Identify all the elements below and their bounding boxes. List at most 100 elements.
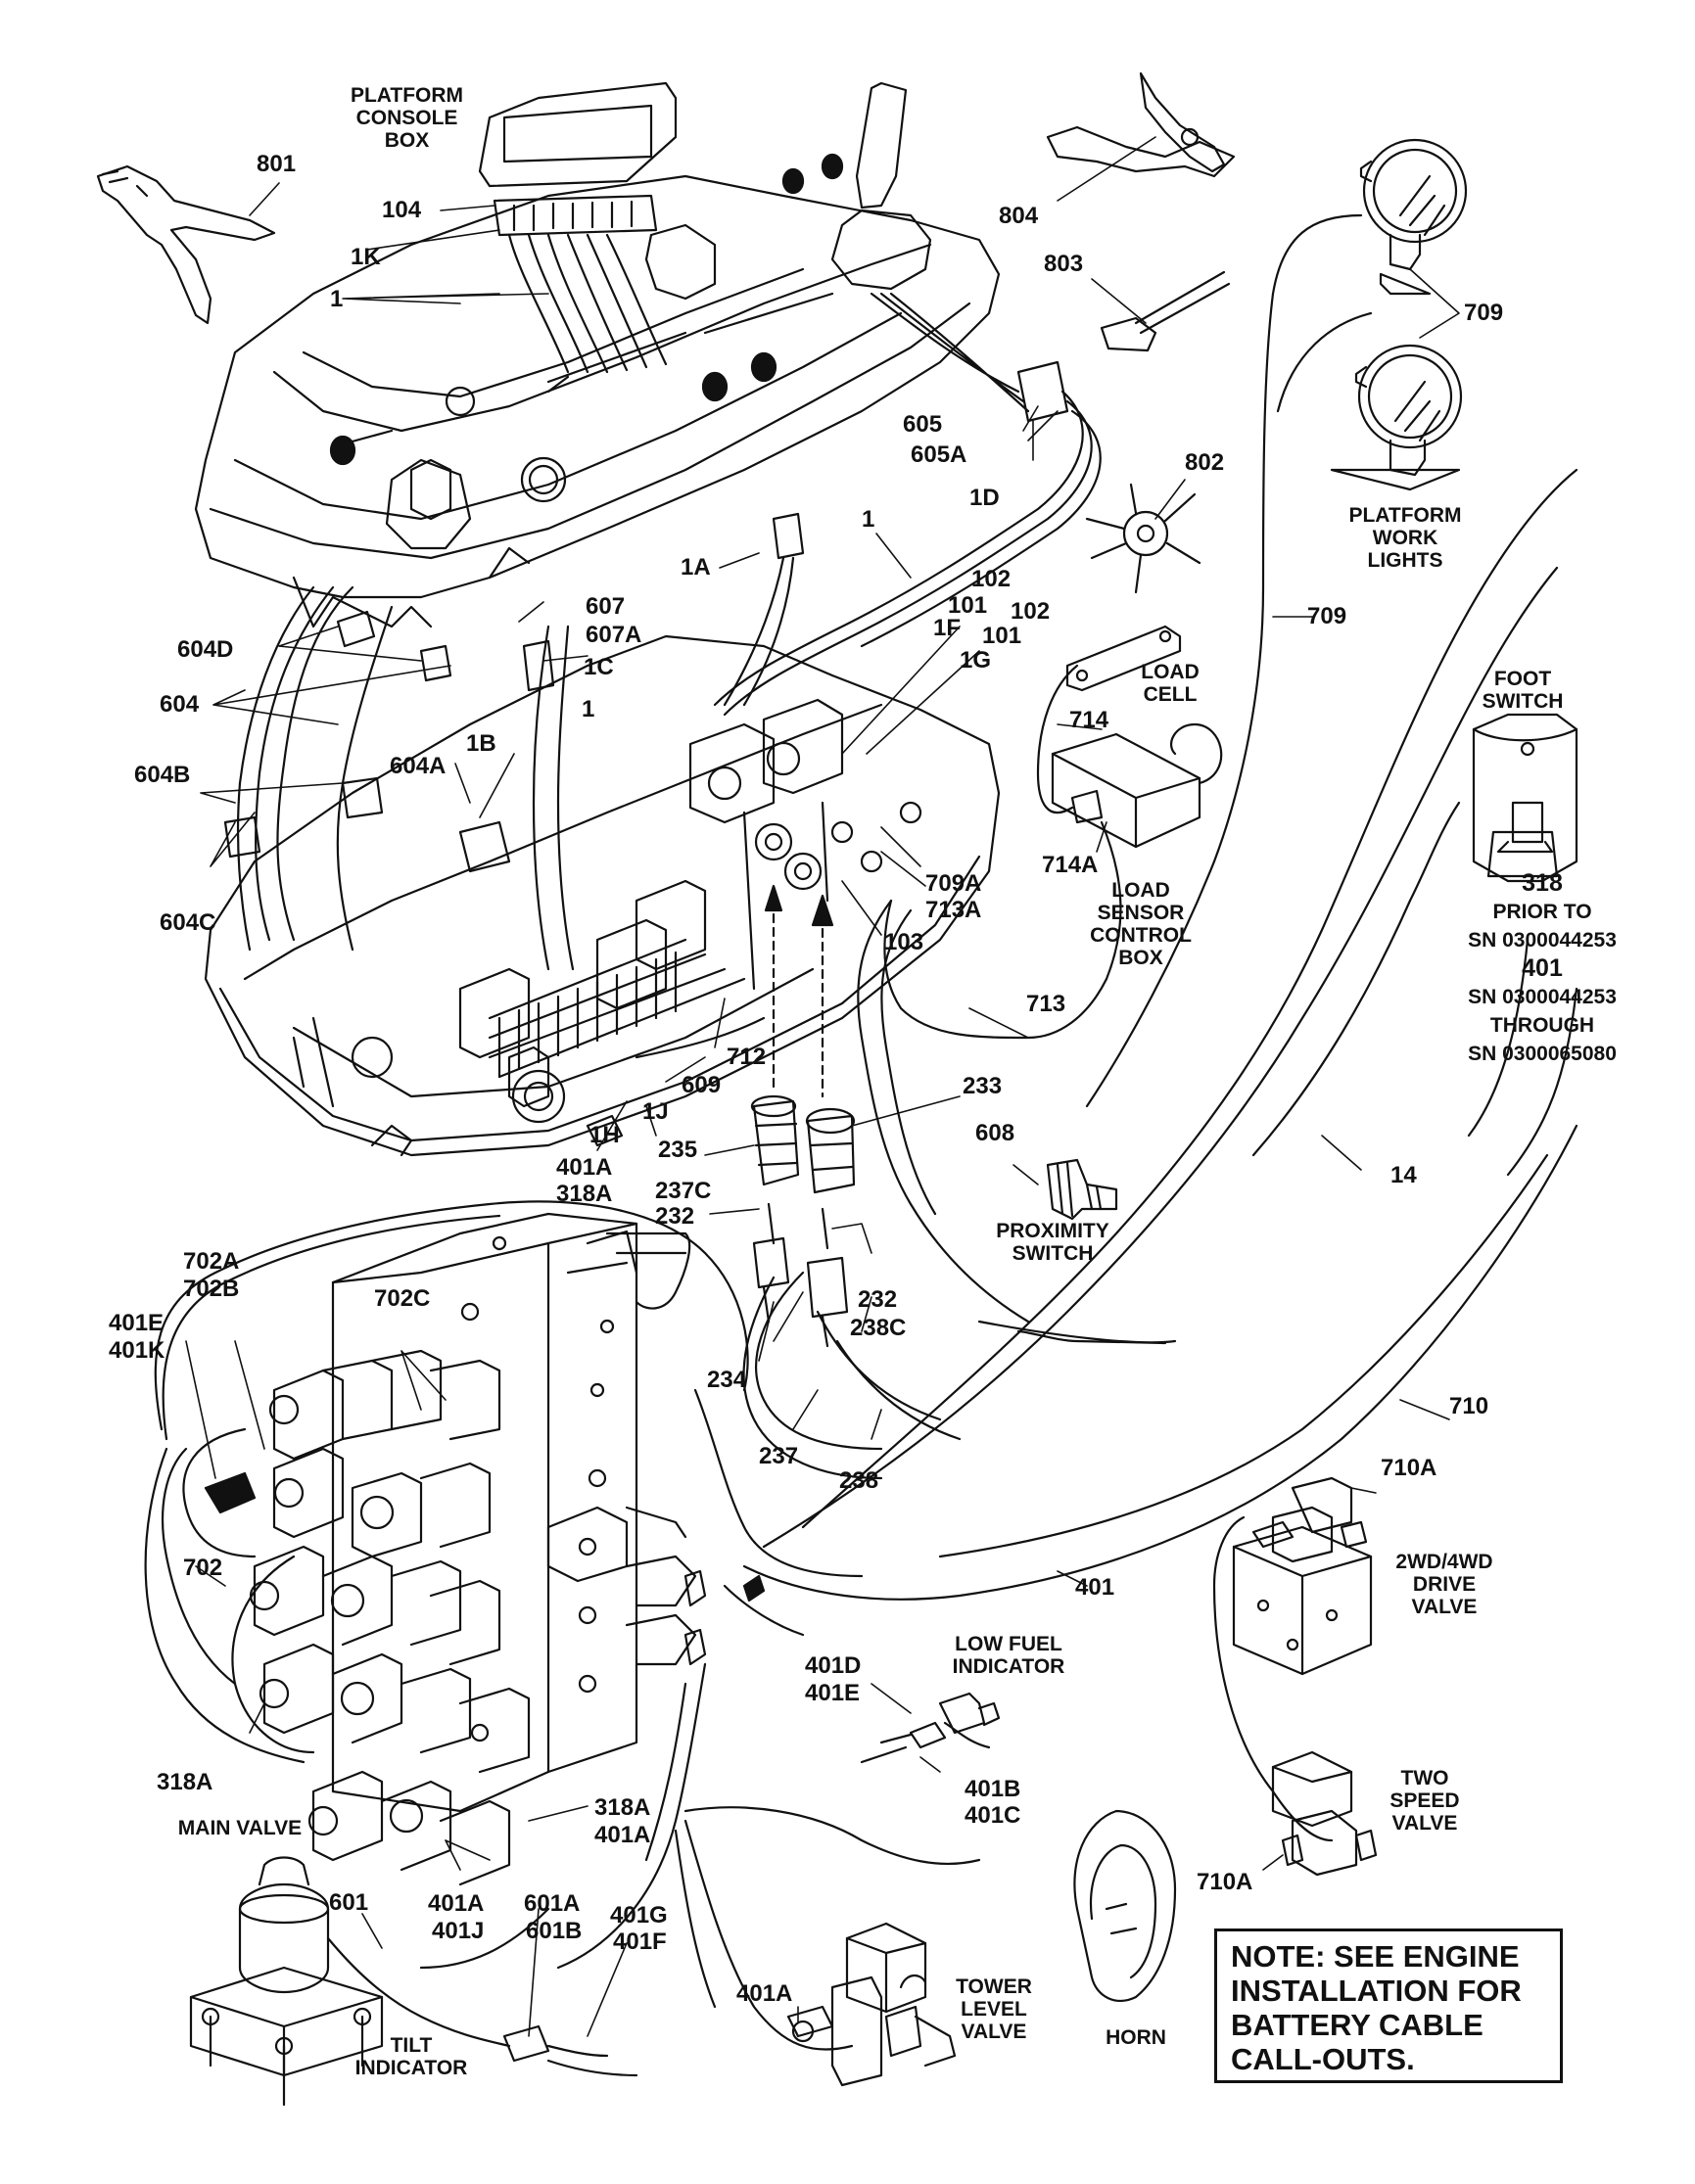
caption-platform-work-lights: PLATFORM WORK LIGHTS (1312, 504, 1498, 572)
callout-1-console: 1 (330, 286, 344, 312)
callout-709-top: 709 (1464, 300, 1504, 326)
callout-101-a: 101 (948, 592, 988, 619)
caption-line: WORK (1372, 527, 1438, 549)
callout-1c: 1C (584, 654, 614, 680)
callout-237: 237 (759, 1443, 799, 1469)
load-cell (1065, 625, 1182, 692)
callout-232-a: 232 (655, 1203, 695, 1230)
caption-line: PLATFORM (350, 84, 464, 107)
caption-platform-console-box: PLATFORM CONSOLE BOX (311, 84, 502, 152)
caption-line: LIGHTS (1367, 549, 1443, 572)
note-line: CALL-OUTS. (1231, 2042, 1415, 2076)
caption-foot-switch: FOOT SWITCH (1464, 668, 1581, 713)
callout-401e-left: 401E (109, 1310, 165, 1336)
connector-arrows (764, 884, 834, 1098)
callout-714a: 714A (1042, 852, 1099, 878)
tower-level-valve (786, 1922, 957, 2087)
callout-714: 714 (1069, 707, 1109, 733)
caption-line: PRIOR TO (1492, 901, 1592, 923)
callout-102-b: 102 (1011, 598, 1051, 625)
callout-232-b: 232 (858, 1286, 898, 1313)
caption-line: SENSOR (1097, 902, 1185, 924)
callout-710a-bottom: 710A (1197, 1869, 1253, 1895)
callout-401d: 401D (805, 1652, 862, 1679)
caption-drive-valve: 2WD/4WD DRIVE VALVE (1376, 1551, 1513, 1618)
caption-line: BOX (384, 129, 430, 152)
caption-tilt-indicator: TILT INDICATOR (348, 2034, 475, 2079)
callout-803: 803 (1044, 251, 1084, 277)
caption-line: PLATFORM (1348, 504, 1462, 527)
callout-702: 702 (183, 1555, 223, 1581)
main-valve-block (331, 1212, 691, 1813)
callout-608: 608 (975, 1120, 1015, 1146)
caption-low-fuel-indicator: LOW FUEL INDICATOR (935, 1633, 1082, 1678)
callout-601b: 601B (526, 1918, 583, 1944)
callout-604a: 604A (390, 753, 447, 779)
callout-1-mid: 1 (862, 506, 875, 533)
callout-605a: 605A (911, 441, 967, 468)
callout-1h: 1H (589, 1122, 620, 1148)
two-speed-valve (1271, 1750, 1378, 1877)
proximity-switch-608 (1046, 1158, 1118, 1221)
callout-103: 103 (884, 929, 924, 955)
callout-609: 609 (682, 1072, 722, 1098)
caption-line: SN 0300044253 (1468, 986, 1617, 1008)
caption-line: 318 (1522, 869, 1563, 897)
callout-401k: 401K (109, 1337, 165, 1364)
caption-line: SN 0300065080 (1468, 1043, 1617, 1065)
callout-401a-top: 401A (556, 1154, 613, 1181)
caption-line: 401 (1522, 954, 1563, 982)
callout-1b: 1B (466, 730, 496, 757)
caption-line: LOAD (1141, 661, 1200, 683)
caption-line: TWO (1400, 1767, 1449, 1789)
platform-console-box (194, 81, 1001, 628)
callout-709a: 709A (925, 870, 982, 897)
caption-line: THROUGH (1489, 1014, 1595, 1037)
callout-1a: 1A (681, 554, 711, 581)
caption-tower-level-valve: TOWER LEVEL VALVE (935, 1975, 1053, 2043)
caption-proximity-switch: PROXIMITY SWITCH (969, 1220, 1136, 1265)
callout-713: 713 (1026, 991, 1066, 1017)
caption-line: VALVE (961, 2021, 1027, 2043)
callout-604: 604 (160, 691, 200, 718)
caption-line: SN 0300044253 (1468, 929, 1617, 952)
pin-extractor-803 (1100, 270, 1231, 352)
caption-line: DRIVE (1412, 1573, 1477, 1596)
callout-238: 238 (839, 1467, 879, 1494)
callout-712: 712 (727, 1044, 767, 1070)
caption-line: PROXIMITY (996, 1220, 1109, 1242)
caption-line: TILT (390, 2034, 433, 2057)
callout-401a-bottom: 401A (428, 1890, 485, 1917)
leader-lines (185, 136, 1460, 2037)
callout-709-mid: 709 (1307, 603, 1347, 629)
callout-1-box: 1 (582, 696, 595, 722)
callout-802: 802 (1185, 449, 1225, 476)
caption-serial-note: 318 PRIOR TO SN 0300044253 401 SN 030004… (1410, 869, 1674, 1068)
caption-main-valve: MAIN VALVE (162, 1817, 318, 1839)
callout-234: 234 (707, 1367, 747, 1393)
callout-604d: 604D (177, 636, 234, 663)
caption-line: MAIN VALVE (177, 1817, 303, 1839)
caption-line: HORN (1106, 2026, 1166, 2049)
caption-line: CELL (1143, 683, 1198, 706)
drive-valve-2wd-4wd (1212, 1476, 1373, 1842)
callout-1d: 1D (969, 485, 1000, 511)
caption-two-speed-valve: TWO SPEED VALVE (1376, 1767, 1474, 1835)
callout-401a-tower: 401A (736, 1980, 793, 2007)
crimp-tool-801 (96, 164, 276, 325)
callout-318a-top: 318A (556, 1181, 613, 1207)
callout-401e: 401E (805, 1680, 861, 1706)
callout-605: 605 (903, 411, 943, 438)
caption-line: FOOT (1493, 668, 1552, 690)
caption-line: TOWER (956, 1975, 1032, 1998)
callout-601: 601 (329, 1889, 369, 1916)
callout-238c: 238C (850, 1315, 907, 1341)
callout-702a: 702A (183, 1248, 240, 1275)
callout-318a-right: 318A (594, 1794, 651, 1821)
caption-line: INDICATOR (354, 2057, 468, 2079)
engine-installation-note: NOTE: SEE ENGINE INSTALLATION FOR BATTER… (1214, 1928, 1563, 2083)
callout-1k: 1K (351, 244, 381, 270)
callout-14: 14 (1390, 1162, 1417, 1188)
callout-713a: 713A (925, 897, 982, 923)
